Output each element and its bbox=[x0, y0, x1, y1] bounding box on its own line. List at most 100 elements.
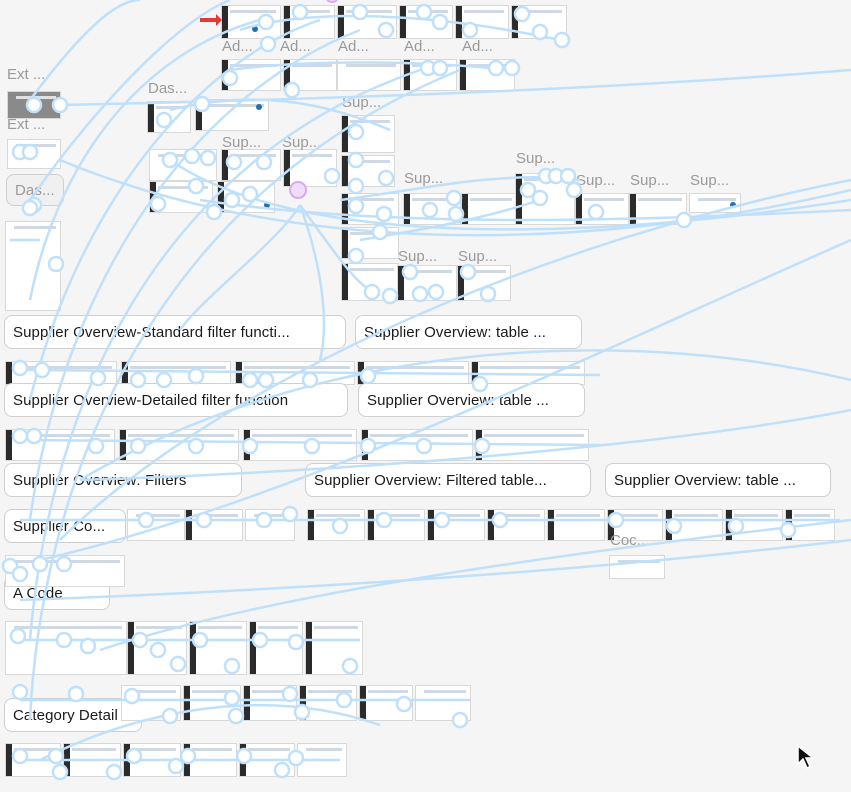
frame-title[interactable]: Sup... bbox=[458, 248, 498, 265]
frame-title[interactable]: Ad... bbox=[462, 38, 493, 55]
frame-thumbnail[interactable] bbox=[184, 686, 240, 720]
frame-thumbnail[interactable] bbox=[342, 228, 398, 258]
frame-title[interactable]: Sup... bbox=[222, 134, 262, 151]
frame-thumbnail[interactable] bbox=[306, 622, 362, 674]
frame-thumbnail[interactable] bbox=[6, 430, 114, 460]
frame-thumbnail[interactable] bbox=[576, 194, 628, 224]
frame-thumbnail[interactable] bbox=[726, 510, 782, 540]
frame-thumbnail[interactable] bbox=[186, 510, 242, 540]
frame-thumbnail[interactable] bbox=[122, 686, 180, 720]
frame-title[interactable]: Sup... bbox=[576, 172, 616, 189]
frame-thumbnail[interactable] bbox=[148, 102, 190, 132]
section-label-table[interactable]: Supplier Overview: table ... bbox=[355, 315, 582, 349]
frame-thumbnail[interactable] bbox=[516, 174, 574, 224]
section-label-standard-filter[interactable]: Supplier Overview-Standard filter functi… bbox=[4, 315, 346, 349]
frame-thumbnail[interactable] bbox=[548, 510, 604, 540]
frame-thumbnail[interactable] bbox=[342, 156, 394, 186]
frame-thumbnail[interactable] bbox=[630, 194, 686, 224]
section-label-detailed-filter[interactable]: Supplier Overview-Detailed filter functi… bbox=[4, 383, 348, 417]
frame-thumbnail[interactable] bbox=[150, 182, 212, 212]
frame-thumbnail[interactable] bbox=[300, 686, 356, 720]
frame-thumbnail[interactable] bbox=[184, 744, 236, 776]
frame-thumbnail[interactable] bbox=[416, 686, 470, 720]
frame-title[interactable]: Sup... bbox=[630, 172, 670, 189]
frame-thumbnail[interactable] bbox=[362, 430, 472, 460]
frame-thumbnail[interactable] bbox=[476, 430, 588, 460]
frame-thumbnail[interactable] bbox=[218, 182, 274, 212]
frame-thumbnail[interactable] bbox=[120, 430, 238, 460]
frame-title[interactable]: Ext ... bbox=[7, 116, 46, 133]
frame-thumbnail[interactable] bbox=[8, 140, 60, 168]
frame-thumbnail[interactable] bbox=[342, 264, 398, 300]
frame-title[interactable]: Ad... bbox=[280, 38, 311, 55]
frame-thumbnail[interactable] bbox=[284, 6, 334, 38]
frame-thumbnail[interactable] bbox=[6, 622, 126, 674]
frame-title[interactable]: Sup... bbox=[398, 248, 438, 265]
frame-title[interactable]: Ext ... bbox=[7, 66, 46, 83]
frame-thumbnail[interactable] bbox=[460, 60, 514, 90]
section-label-supplier-co[interactable]: Supplier Co... bbox=[4, 509, 126, 543]
frame-thumbnail[interactable] bbox=[244, 686, 296, 720]
frame-thumbnail[interactable] bbox=[64, 744, 120, 776]
frame-thumbnail[interactable] bbox=[404, 194, 460, 224]
frame-thumbnail[interactable] bbox=[222, 60, 280, 90]
frame-thumbnail[interactable] bbox=[6, 222, 60, 310]
section-label-table[interactable]: Supplier Overview: table ... bbox=[605, 463, 831, 497]
frame-title[interactable]: Sup... bbox=[342, 94, 382, 111]
frame-title[interactable]: Sup... bbox=[516, 150, 556, 167]
frame-thumbnail[interactable] bbox=[338, 6, 396, 38]
frame-thumbnail[interactable] bbox=[488, 510, 544, 540]
frame-thumbnail[interactable] bbox=[404, 60, 456, 90]
frame-thumbnail[interactable] bbox=[222, 6, 280, 38]
frame-thumbnail[interactable] bbox=[358, 362, 468, 384]
section-label-filters[interactable]: Supplier Overview: Filters bbox=[4, 463, 242, 497]
frame-thumbnail[interactable] bbox=[236, 362, 354, 384]
frame-thumbnail[interactable] bbox=[456, 6, 508, 38]
frame-thumbnail[interactable] bbox=[462, 194, 516, 224]
frame-thumbnail[interactable] bbox=[342, 116, 394, 152]
frame-thumbnail[interactable] bbox=[284, 60, 336, 90]
frame-thumbnail[interactable] bbox=[6, 744, 60, 776]
frame-thumbnail[interactable] bbox=[246, 510, 294, 540]
frame-thumbnail[interactable] bbox=[610, 556, 664, 578]
frame-thumbnail[interactable] bbox=[190, 622, 246, 674]
frame-thumbnail[interactable] bbox=[6, 362, 116, 384]
frame-thumbnail[interactable] bbox=[368, 510, 424, 540]
frame-thumbnail[interactable] bbox=[122, 362, 230, 384]
frame-thumbnail-selected[interactable] bbox=[8, 92, 60, 118]
section-label-filtered-table[interactable]: Supplier Overview: Filtered table... bbox=[305, 463, 591, 497]
frame-thumbnail[interactable] bbox=[284, 150, 336, 186]
frame-thumbnail[interactable] bbox=[128, 622, 186, 674]
section-label-table[interactable]: Supplier Overview: table ... bbox=[358, 383, 585, 417]
frame-thumbnail[interactable] bbox=[250, 622, 302, 674]
frame-thumbnail[interactable] bbox=[298, 744, 346, 776]
frame-title[interactable]: Das... bbox=[6, 174, 64, 206]
frame-title[interactable]: Das... bbox=[148, 80, 188, 97]
frame-thumbnail[interactable] bbox=[786, 510, 834, 540]
frame-thumbnail[interactable] bbox=[400, 6, 452, 38]
frame-title[interactable]: Ad... bbox=[338, 38, 369, 55]
frame-thumbnail[interactable] bbox=[124, 744, 180, 776]
frame-thumbnail[interactable] bbox=[308, 510, 364, 540]
frame-thumbnail[interactable] bbox=[338, 60, 400, 90]
frame-thumbnail[interactable] bbox=[342, 194, 398, 224]
frame-thumbnail[interactable] bbox=[128, 510, 184, 540]
frame-thumbnail[interactable] bbox=[244, 430, 356, 460]
frame-thumbnail[interactable] bbox=[360, 686, 412, 720]
frame-title[interactable]: Coc... bbox=[610, 532, 650, 549]
frame-title[interactable]: Sup... bbox=[282, 134, 322, 151]
frame-thumbnail[interactable] bbox=[472, 362, 584, 384]
frame-thumbnail[interactable] bbox=[222, 150, 280, 180]
frame-thumbnail[interactable] bbox=[458, 266, 510, 300]
frame-thumbnail[interactable] bbox=[150, 150, 216, 180]
frame-thumbnail[interactable] bbox=[512, 6, 566, 38]
frame-thumbnail[interactable] bbox=[196, 100, 268, 130]
frame-thumbnail[interactable] bbox=[666, 510, 722, 540]
frame-title[interactable]: Sup... bbox=[690, 172, 730, 189]
frame-title[interactable]: Ad... bbox=[404, 38, 435, 55]
frame-thumbnail[interactable] bbox=[6, 556, 124, 586]
frame-thumbnail[interactable] bbox=[690, 194, 740, 212]
frame-thumbnail[interactable] bbox=[428, 510, 484, 540]
frame-title[interactable]: Sup... bbox=[404, 170, 444, 187]
